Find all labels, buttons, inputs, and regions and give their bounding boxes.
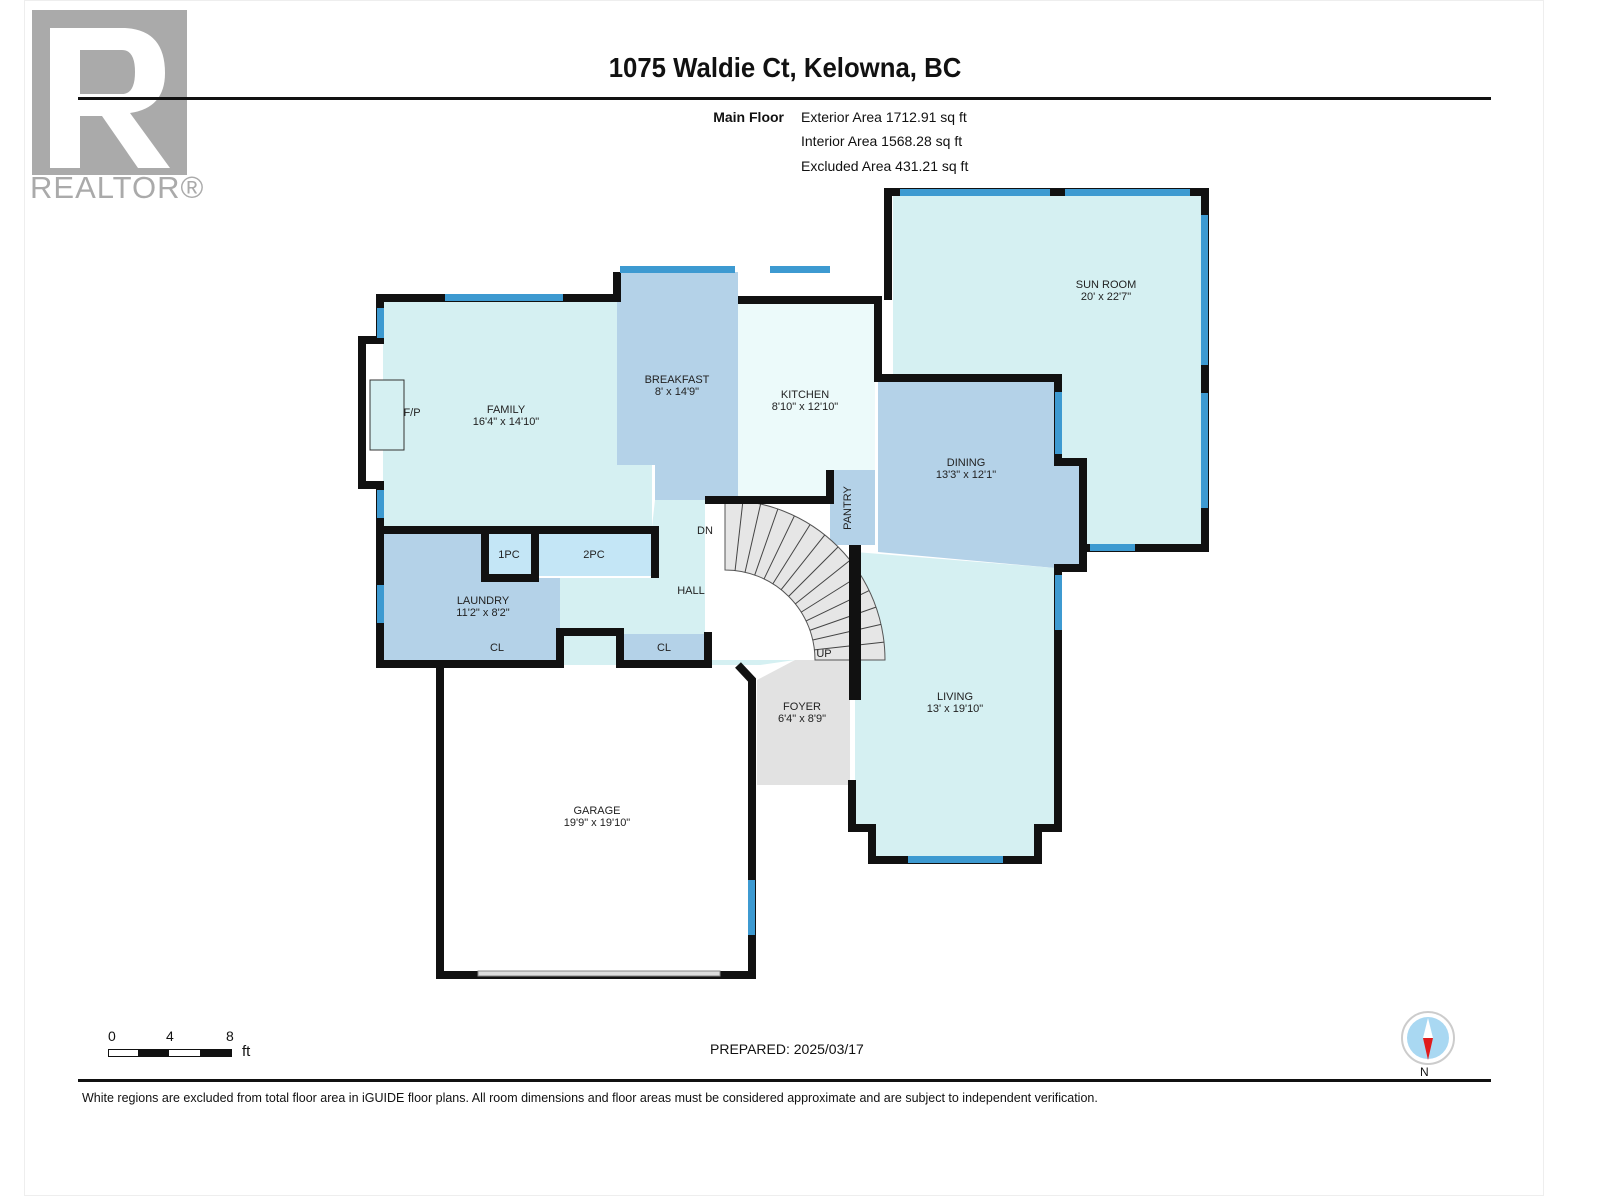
window xyxy=(1090,544,1135,551)
room-kitchen xyxy=(738,302,875,500)
compass-icon xyxy=(1401,1011,1455,1065)
stair-tread xyxy=(788,546,839,597)
wall xyxy=(705,470,834,504)
scale-unit: ft xyxy=(242,1043,251,1060)
closet-hall xyxy=(622,634,708,661)
page-frame xyxy=(24,0,1544,1196)
window xyxy=(748,880,755,935)
laundry-dims: 11'2" x 8'2" xyxy=(456,607,509,619)
dining-label: DINING xyxy=(947,457,986,469)
bath-2pc-label: 2PC xyxy=(583,549,604,561)
window xyxy=(620,266,735,273)
window xyxy=(1201,215,1208,365)
stair-tread xyxy=(795,559,851,605)
window xyxy=(377,585,384,623)
breakfast-label: BREAKFAST xyxy=(645,374,710,386)
room-hall xyxy=(560,500,795,665)
realtor-logo-text: REALTOR® xyxy=(30,170,205,205)
stair-tread xyxy=(780,534,826,590)
closet-label: CL xyxy=(657,642,671,654)
wall xyxy=(380,526,659,578)
stair-tread xyxy=(809,606,877,631)
hall-label: HALL xyxy=(677,585,705,597)
disclaimer: White regions are excluded from total fl… xyxy=(82,1091,1098,1105)
room-sunroom xyxy=(893,195,1203,545)
window xyxy=(900,189,1050,196)
living-dims: 13' x 19'10" xyxy=(927,703,984,715)
scale-tick: 4 xyxy=(166,1028,174,1044)
room-foyer xyxy=(757,660,850,785)
wall xyxy=(738,296,1087,864)
window xyxy=(908,856,1003,863)
breakfast-dims: 8' x 14'9" xyxy=(655,386,699,398)
scale-bar xyxy=(108,1049,232,1057)
window xyxy=(1065,189,1190,196)
closet-label: CL xyxy=(490,642,504,654)
room-1pc xyxy=(485,532,535,576)
dining-dims: 13'3" x 12'1" xyxy=(936,469,996,481)
stair-tread xyxy=(734,500,744,571)
family-dims: 16'4" x 14'10" xyxy=(473,416,540,428)
closet-laundry xyxy=(438,634,557,661)
scale-tick: 0 xyxy=(108,1028,116,1044)
excluded-area: Excluded Area 431.21 sq ft xyxy=(801,158,969,174)
room-laundry xyxy=(383,532,560,660)
room-living xyxy=(855,552,1058,858)
living-label: LIVING xyxy=(937,691,973,703)
room-pantry xyxy=(830,470,875,545)
wall xyxy=(380,628,712,668)
foyer-label: FOYER xyxy=(783,701,821,713)
garage-label: GARAGE xyxy=(573,805,620,817)
sunroom-label: SUN ROOM xyxy=(1076,279,1137,291)
stair-tread xyxy=(812,623,882,641)
stair-tread xyxy=(744,503,762,573)
fireplace-label: F/P xyxy=(403,407,420,419)
garage-dims: 19'9" x 19'10" xyxy=(564,817,631,829)
stairs-up-label: UP xyxy=(816,648,831,660)
interior-area: Interior Area 1568.28 sq ft xyxy=(801,133,963,149)
floor-label: Main Floor xyxy=(713,109,784,125)
window xyxy=(1055,575,1062,630)
divider xyxy=(78,1079,1491,1082)
sunroom-dims: 20' x 22'7" xyxy=(1081,291,1131,303)
kitchen-dims: 8'10" x 12'10" xyxy=(772,401,839,413)
room-garage xyxy=(443,667,752,972)
page-title: 1075 Waldie Ct, Kelowna, BC xyxy=(608,52,962,83)
foyer-dims: 6'4" x 8'9" xyxy=(778,713,826,725)
family-label: FAMILY xyxy=(487,404,526,416)
scale-tick: 8 xyxy=(226,1028,234,1044)
room-breakfast xyxy=(617,272,738,500)
window xyxy=(1201,393,1208,508)
wall xyxy=(884,188,1209,552)
wall xyxy=(358,272,756,979)
stair-tread xyxy=(763,515,795,580)
pantry-label: PANTRY xyxy=(842,486,854,530)
stairs-down-label: DN xyxy=(697,525,713,537)
stair-tread xyxy=(772,524,811,585)
fireplace xyxy=(369,379,405,451)
compass-north-label: N xyxy=(1420,1065,1429,1079)
window xyxy=(1055,392,1062,454)
stair-tread xyxy=(754,508,779,576)
laundry-label: LAUNDRY xyxy=(457,595,510,607)
divider xyxy=(78,97,1491,100)
room-2pc xyxy=(537,532,652,576)
wall xyxy=(481,532,539,582)
window xyxy=(377,490,384,518)
room-family xyxy=(383,298,652,527)
window xyxy=(770,266,830,273)
prepared-date: PREPARED: 2025/03/17 xyxy=(710,1041,864,1057)
window xyxy=(445,294,563,301)
window xyxy=(377,308,384,338)
room-dining xyxy=(878,378,1080,568)
exterior-area: Exterior Area 1712.91 sq ft xyxy=(801,109,967,125)
garage-door xyxy=(477,970,721,977)
kitchen-label: KITCHEN xyxy=(781,389,829,401)
bath-1pc-label: 1PC xyxy=(498,549,519,561)
